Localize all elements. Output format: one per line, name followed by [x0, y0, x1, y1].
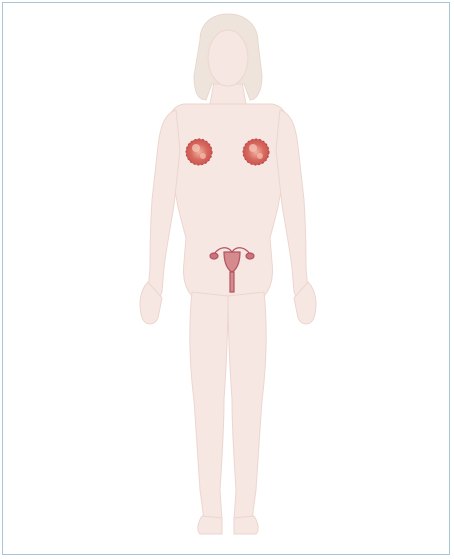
- breast-right: [243, 139, 269, 165]
- breast-left: [186, 139, 212, 165]
- face: [208, 30, 248, 86]
- body-silhouette: [140, 82, 316, 534]
